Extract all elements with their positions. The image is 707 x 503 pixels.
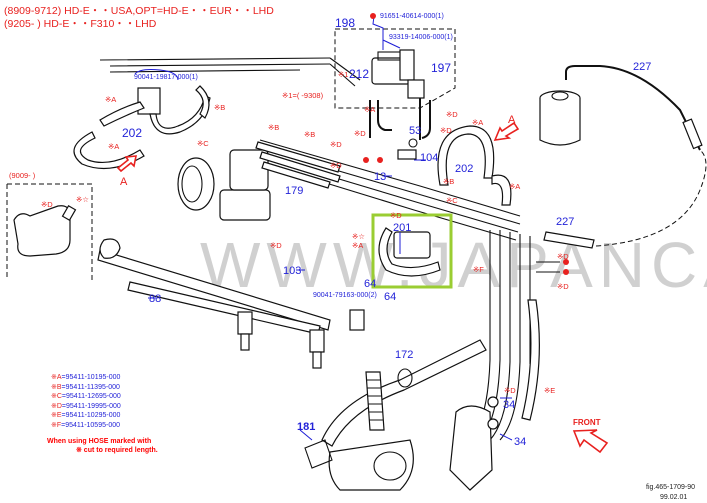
callout-104[interactable]: 104: [420, 152, 439, 164]
view-arrow-a-left-label: A: [120, 176, 128, 188]
callout-227-top[interactable]: 227: [633, 61, 652, 73]
hose-mark-c: ※C: [197, 139, 209, 148]
hose-legend: ※A=95411-10195-000 ※B=95411-11395-000 ※C…: [51, 373, 121, 431]
inset-box: [6, 183, 93, 280]
callout-103[interactable]: 103: [283, 265, 302, 277]
legend-item: ※A=95411-10195-000: [51, 374, 121, 381]
hose-mark-d: ※D: [446, 110, 458, 119]
module-198-outline: [334, 28, 456, 109]
callout-172[interactable]: 172: [395, 349, 414, 361]
callout-198[interactable]: 198: [335, 16, 356, 30]
highlight-box-201: [371, 213, 453, 289]
hose-mark-a: ※A: [472, 118, 484, 127]
hose-mark-b: ※B: [304, 130, 316, 139]
callout-90041-79163[interactable]: 90041-79163-000(2): [313, 292, 377, 299]
hose-mark-d: ※D: [504, 386, 516, 395]
hose-mark-a: ※A: [108, 142, 120, 151]
hose-mark-d: ※D: [557, 252, 569, 261]
callout-34-a[interactable]: 34: [503, 399, 516, 411]
hose-mark-f: ※F: [473, 265, 484, 274]
callout-181[interactable]: 181: [297, 421, 316, 433]
injectors: [237, 309, 365, 369]
watermark: WWW.JAPANCAR.RU: [200, 229, 707, 301]
callout-88[interactable]: 88: [149, 293, 162, 305]
hose-mark-a: ※A: [352, 241, 364, 250]
diagram-code: fig.465-1709-90: [646, 484, 696, 491]
note-1: ※1=( -9308): [282, 91, 324, 100]
callout-212-prefix: ※1: [338, 70, 349, 79]
callout-64-b[interactable]: 64: [384, 291, 397, 303]
callout-212[interactable]: 212: [349, 67, 370, 81]
callout-201[interactable]: 201: [393, 222, 412, 234]
hose-mark-c: ※C: [446, 196, 458, 205]
hose-note-line-1: When using HOSE marked with: [47, 438, 152, 445]
hose-mark-d: ※D: [41, 200, 53, 209]
callout-93319-14006[interactable]: 93319-14006-000(1): [389, 34, 453, 41]
callout-90041-19817[interactable]: 90041-19817-000(1): [134, 74, 198, 81]
callout-227-mid[interactable]: 227: [556, 216, 575, 228]
callout-197[interactable]: 197: [431, 61, 452, 75]
view-arrow-a-right-label: A: [508, 114, 516, 126]
callout-202-left[interactable]: 202: [122, 126, 143, 140]
view-arrow-a-left: [116, 155, 137, 173]
legend-item: ※D=95411-19995-000: [51, 402, 121, 410]
legend-item: ※B=95411-11395-000: [51, 383, 120, 391]
hose-mark-d: ※D: [270, 241, 282, 250]
hose-mark-a: ※A: [364, 105, 376, 114]
callout-202-right[interactable]: 202: [455, 163, 474, 175]
callout-34-b[interactable]: 34: [514, 436, 527, 448]
hose-mark-a: ※A: [105, 95, 117, 104]
legend-item: ※E=95411-10295-000: [51, 412, 121, 420]
legend-item: ※F=95411-10595-000: [51, 421, 120, 429]
module-212: [371, 49, 425, 99]
hose-note-line-2: ※ cut to required length.: [76, 447, 158, 454]
callout-179[interactable]: 179: [285, 185, 304, 197]
hose-mark-b: ※B: [214, 103, 226, 112]
hose-mark-b: ※B: [443, 177, 455, 186]
hose-mark-d: ※D: [330, 140, 342, 149]
legend-item: ※C=95411-12695-000: [51, 393, 121, 401]
header-line-1: (8909-9712) HD-E・・USA,OPT=HD-E・・EUR・・LHD: [4, 5, 274, 17]
view-arrow-a-right: [493, 122, 520, 141]
hose-mark-d: ※D: [354, 129, 366, 138]
hose-mark-d: ※D: [330, 161, 342, 170]
inset-label: (9009- ): [9, 171, 36, 180]
callout-64-a[interactable]: 64: [364, 278, 377, 290]
callout-91651-40614[interactable]: 91651-40614-000(1): [380, 13, 444, 20]
hose-mark-star: ※☆: [352, 232, 366, 241]
hose-mark-a: ※A: [509, 182, 521, 191]
hose-mark-star: ※☆: [76, 195, 90, 204]
hose-mark-e: ※E: [544, 386, 556, 395]
hose-mark-d: ※D: [390, 211, 402, 220]
callout-13[interactable]: 13: [374, 171, 387, 183]
inset-component: [13, 205, 71, 257]
front-arrow: [572, 429, 609, 454]
hose-mark-d: ※D: [557, 282, 569, 291]
callout-53[interactable]: 53: [409, 125, 422, 137]
front-label: FRONT: [573, 418, 601, 427]
hose-mark-d: ※D: [440, 126, 452, 135]
header-line-2: (9205- ) HD-E・・F310・・LHD: [4, 18, 157, 30]
hose-mark-b: ※B: [268, 123, 280, 132]
diagram-date: 99.02.01: [660, 494, 688, 501]
